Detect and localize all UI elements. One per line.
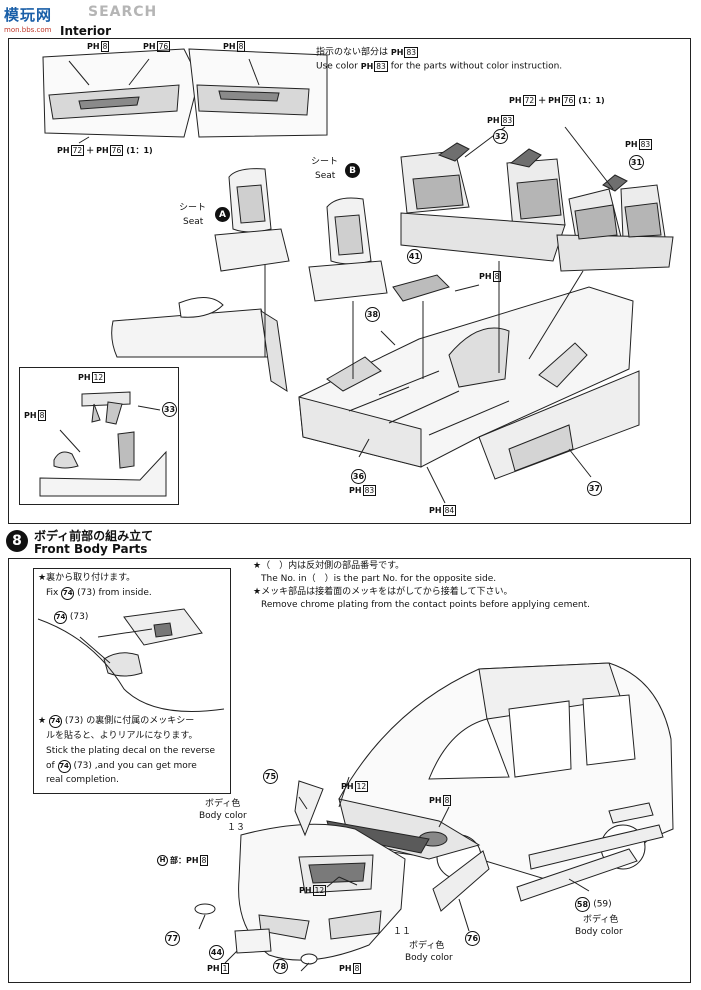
seat-a-label-jp: シート bbox=[179, 203, 207, 213]
seat-a-label-en: Seat bbox=[183, 217, 204, 227]
box-decal-jp2: ルを貼ると、よりリアルになります。 bbox=[46, 731, 198, 741]
part-41: 41 bbox=[407, 249, 422, 264]
seat-b-label-jp: シート bbox=[311, 157, 339, 167]
box-part-74d: 74 bbox=[57, 760, 71, 773]
pedal-drawing bbox=[39, 391, 167, 497]
seat-a-marker: A bbox=[215, 207, 230, 222]
box-decal-en1: Stick the plating decal on the reverse bbox=[46, 746, 216, 756]
seat-b-label-en: Seat bbox=[315, 171, 336, 181]
seat-b-marker: B bbox=[345, 163, 360, 178]
front-body-drawing bbox=[194, 662, 674, 972]
part-33: 33 bbox=[162, 402, 177, 417]
box-part-74c: 74 bbox=[48, 715, 62, 728]
part-36: 36 bbox=[351, 469, 366, 484]
box-line1: ★裏から取り付けます。 bbox=[38, 573, 136, 583]
note1-jp: ★（ ）内は反対側の部品番号です。 bbox=[253, 561, 405, 571]
watermark-url: mon.bbs.com bbox=[4, 26, 52, 34]
box-part-74: 74 bbox=[61, 587, 75, 600]
part-31: 31 bbox=[629, 155, 644, 170]
part-77: 77 bbox=[165, 931, 180, 946]
part-59: (59) bbox=[593, 899, 612, 910]
body-color-en-1: Body color bbox=[199, 811, 247, 821]
watermark-search: SEARCH bbox=[88, 4, 158, 20]
label-11: １１ bbox=[393, 927, 412, 937]
interior-drawing bbox=[42, 48, 674, 504]
body-color-jp-1: ボディ色 bbox=[205, 799, 241, 809]
body-color-jp-3: ボディ色 bbox=[583, 915, 619, 925]
step-8-title-jp: ボディ前部の組み立て bbox=[34, 529, 154, 543]
part-38: 38 bbox=[365, 307, 380, 322]
box-label-74-73: 74 (73) bbox=[54, 611, 89, 624]
step-8-title-en: Front Body Parts bbox=[34, 542, 148, 556]
body-color-en-3: Body color bbox=[575, 927, 623, 937]
section7-title: Interior bbox=[60, 24, 112, 38]
box-line2: Fix 74 (73) from inside. bbox=[46, 587, 152, 600]
part-58: 58 bbox=[575, 897, 590, 912]
watermark-logo: 模玩网 bbox=[4, 6, 53, 24]
body-color-jp-2: ボディ色 bbox=[409, 941, 445, 951]
part-44: 44 bbox=[209, 945, 224, 960]
body-color-en-2: Body color bbox=[405, 953, 453, 963]
box-decal-en2: of 74 (73) ,and you can get more bbox=[46, 760, 197, 773]
chrome-note-box: ★裏から取り付けます。 Fix 74 (73) from inside. 74 … bbox=[33, 568, 231, 794]
step-8-badge: 8 bbox=[6, 530, 28, 552]
box-decal-jp1: ★ 74 (73) の裏側に付属のメッキシー bbox=[38, 715, 195, 728]
grille-insert-drawing bbox=[37, 608, 225, 712]
note2-jp: ★メッキ部品は接着面のメッキをはがしてから接着して下さい。 bbox=[253, 587, 513, 597]
part-32: 32 bbox=[493, 129, 508, 144]
note1-en: The No. in（ ）is the part No. for the opp… bbox=[261, 574, 497, 584]
part-78: 78 bbox=[273, 959, 288, 974]
part-75: 75 bbox=[263, 769, 278, 784]
part-37: 37 bbox=[587, 481, 602, 496]
note2-en: Remove chrome plating from the contact p… bbox=[261, 600, 590, 610]
header-strip: 模玩网 mon.bbs.com SEARCH Interior bbox=[0, 0, 701, 44]
box-decal-en3: real completion. bbox=[46, 775, 119, 785]
part-76: 76 bbox=[465, 931, 480, 946]
box-part-74b: 74 bbox=[54, 611, 67, 624]
part-58-59: 58 (59) bbox=[575, 897, 612, 912]
label-13: １３ bbox=[227, 823, 246, 833]
